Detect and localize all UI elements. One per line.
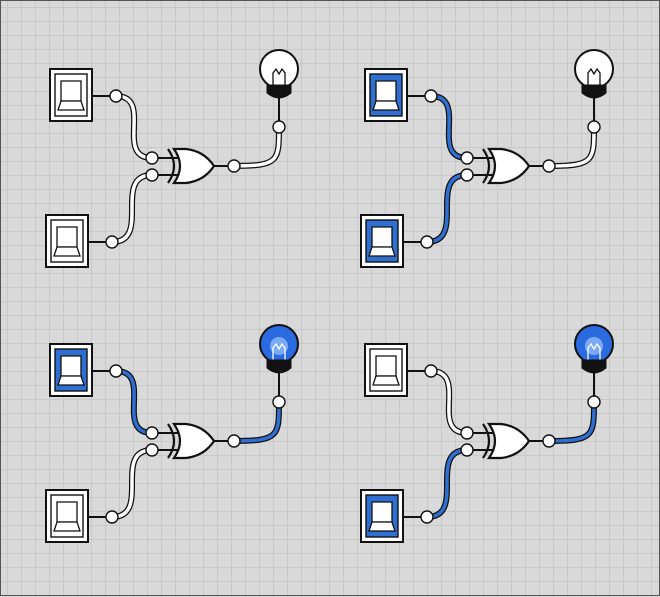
circuit-1-wire-a <box>114 94 154 160</box>
circuit-2-bulb-filament <box>587 67 601 85</box>
circuit-3-switch-a-rocker-bottom <box>57 375 85 386</box>
circuit-3-gate-input-b[interactable] <box>145 443 159 457</box>
circuit-3-gate-output[interactable] <box>227 434 241 448</box>
circuit-2-wire-a <box>429 94 469 160</box>
circuit-4-switch-a-rocker-top <box>375 355 397 377</box>
circuit-4 <box>360 324 614 543</box>
circuit-4-gate-input-a[interactable] <box>460 426 474 440</box>
circuit-3-xor-gate <box>167 422 216 460</box>
circuit-2-bulb-base <box>581 84 607 99</box>
circuit-3-switch-b-rocker-bottom <box>53 521 81 532</box>
circuit-2-gate-input-a[interactable] <box>460 151 474 165</box>
circuit-1-bulb-filament <box>272 67 286 85</box>
circuit-2-switch-b-rocker-top <box>371 226 393 248</box>
circuit-1-switch-a[interactable] <box>49 68 93 122</box>
circuit-1-gate-input-b[interactable] <box>145 168 159 182</box>
circuit-1-wire-out <box>232 125 281 168</box>
circuit-4-switch-a-rocker-bottom <box>372 375 400 386</box>
circuit-3-wire-b <box>110 448 154 519</box>
circuit-1-bulb-base <box>266 84 292 99</box>
circuit-2-wire-out <box>547 125 596 168</box>
circuit-2-node-a[interactable] <box>424 89 438 103</box>
circuit-2-xor-gate-body <box>486 147 531 185</box>
circuit-4-wire-a <box>429 369 469 435</box>
circuit-2-bulb-glass <box>574 49 614 89</box>
circuit-3-gate-input-a[interactable] <box>145 426 159 440</box>
circuit-4-switch-a[interactable] <box>364 343 408 397</box>
circuit-4-node-b[interactable] <box>420 510 434 524</box>
circuit-3-switch-a-rocker-top <box>60 355 82 377</box>
circuit-3-xor-gate-back-curve <box>167 423 176 459</box>
circuit-2 <box>360 49 614 268</box>
circuit-4-bulb-filament <box>587 342 601 360</box>
circuit-2-bulb <box>574 49 614 99</box>
circuit-4-gate-output[interactable] <box>542 434 556 448</box>
circuit-1-bulb <box>259 49 299 99</box>
circuit-3-bulb-base <box>266 359 292 374</box>
circuit-4-wire-out <box>547 400 596 443</box>
circuit-2-bulb-input[interactable] <box>587 120 601 134</box>
circuit-2-switch-a[interactable] <box>364 68 408 122</box>
circuit-1 <box>45 49 299 268</box>
circuit-2-switch-b-rocker-bottom <box>368 246 396 257</box>
circuit-1-bulb-input[interactable] <box>272 120 286 134</box>
circuit-2-switch-a-rocker-bottom <box>372 100 400 111</box>
circuit-4-bulb-glow <box>585 337 603 355</box>
circuit-4-switch-b-rocker-top <box>371 501 393 523</box>
circuit-4-xor-gate-body <box>486 422 531 460</box>
circuit-3-switch-b[interactable] <box>45 489 89 543</box>
circuit-3-bulb <box>259 324 299 374</box>
circuit-4-xor-gate-back-curve <box>482 423 491 459</box>
circuit-1-wire-b <box>110 173 154 244</box>
circuit-3-xor-gate-body <box>171 422 216 460</box>
circuit-1-switch-a-rocker-top <box>60 80 82 102</box>
circuit-4-wire-b <box>425 448 469 519</box>
circuit-3-bulb-filament <box>272 342 286 360</box>
circuit-1-node-a[interactable] <box>109 89 123 103</box>
circuit-4-bulb-base <box>581 359 607 374</box>
circuit-1-gate-input-a[interactable] <box>145 151 159 165</box>
circuit-4-node-a[interactable] <box>424 364 438 378</box>
circuit-3 <box>45 324 299 543</box>
circuit-3-switch-a[interactable] <box>49 343 93 397</box>
circuit-1-xor-gate-body <box>171 147 216 185</box>
circuit-3-switch-b-rocker-top <box>56 501 78 523</box>
circuit-3-bulb-input[interactable] <box>272 395 286 409</box>
circuit-4-switch-b[interactable] <box>360 489 404 543</box>
circuit-4-bulb <box>574 324 614 374</box>
circuit-4-bulb-input[interactable] <box>587 395 601 409</box>
circuit-3-wire-a <box>114 369 154 435</box>
circuit-3-node-b[interactable] <box>105 510 119 524</box>
circuit-2-gate-output[interactable] <box>542 159 556 173</box>
circuit-1-xor-gate-back-curve <box>167 148 176 184</box>
circuit-1-switch-b[interactable] <box>45 214 89 268</box>
circuit-2-node-b[interactable] <box>420 235 434 249</box>
circuit-4-xor-gate <box>482 422 531 460</box>
circuit-1-switch-b-rocker-top <box>56 226 78 248</box>
circuit-2-gate-input-b[interactable] <box>460 168 474 182</box>
circuit-3-wire-out <box>232 400 281 443</box>
circuit-4-gate-input-b[interactable] <box>460 443 474 457</box>
circuit-2-switch-a-rocker-top <box>375 80 397 102</box>
circuit-1-xor-gate <box>167 147 216 185</box>
circuit-1-switch-a-rocker-bottom <box>57 100 85 111</box>
circuit-2-wire-b <box>425 173 469 244</box>
circuit-4-switch-b-rocker-bottom <box>368 521 396 532</box>
circuit-2-switch-b[interactable] <box>360 214 404 268</box>
circuit-2-xor-gate-back-curve <box>482 148 491 184</box>
circuit-1-switch-b-rocker-bottom <box>53 246 81 257</box>
circuit-1-node-b[interactable] <box>105 235 119 249</box>
circuit-1-gate-output[interactable] <box>227 159 241 173</box>
circuit-1-bulb-glass <box>259 49 299 89</box>
circuit-3-node-a[interactable] <box>109 364 123 378</box>
circuit-3-bulb-glow <box>270 337 288 355</box>
circuit-2-xor-gate <box>482 147 531 185</box>
